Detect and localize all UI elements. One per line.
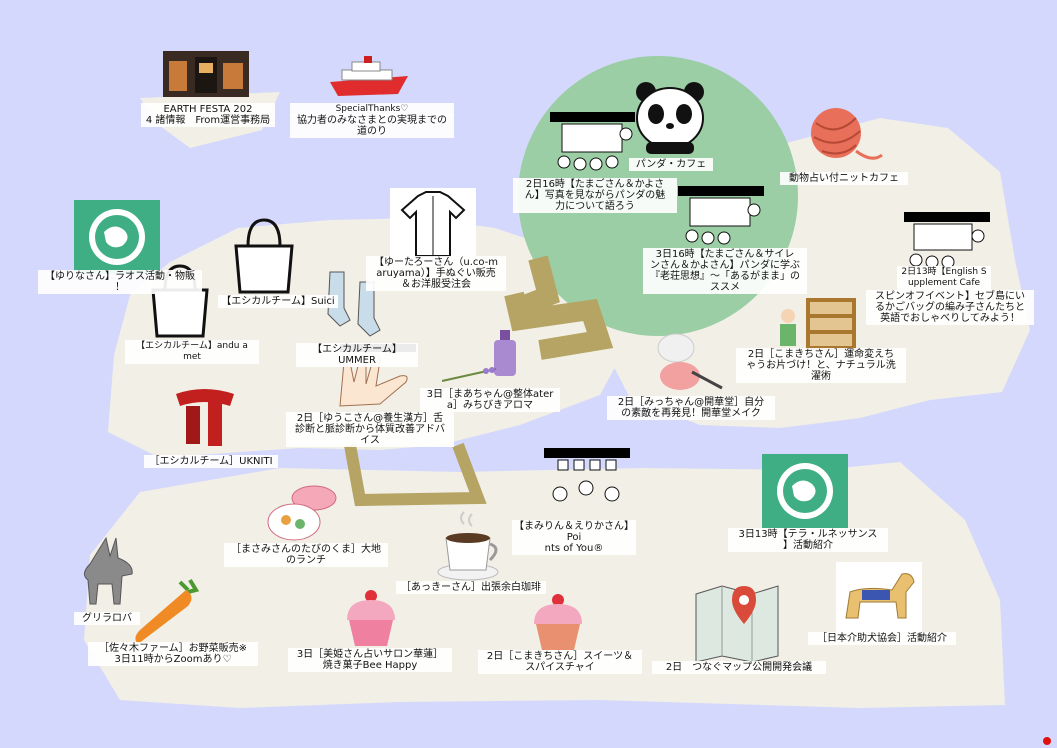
donkey-icon bbox=[76, 534, 138, 612]
whiteboard-bar-3 bbox=[904, 212, 990, 222]
panda-icon bbox=[634, 80, 706, 156]
whiteboard-bar bbox=[550, 112, 635, 122]
globe-icon[interactable] bbox=[762, 454, 848, 528]
label-donkey: グリラロバ bbox=[74, 612, 140, 625]
bag-icon bbox=[230, 216, 298, 296]
corner-marker bbox=[1043, 737, 1051, 745]
coffee-icon bbox=[436, 508, 506, 586]
label-andu: 【エシカルチーム】andu a met bbox=[125, 340, 259, 364]
label-panda-cafe: パンダ・カフェ bbox=[629, 158, 713, 171]
scarf-icon bbox=[168, 386, 242, 450]
cupcake-icon bbox=[341, 586, 401, 648]
label-coffee: ［あっきーさん］出張余白珈琲 bbox=[396, 581, 546, 594]
yarn-icon bbox=[806, 103, 884, 171]
map-pin-icon[interactable] bbox=[692, 582, 782, 662]
label-laos: 【ゆりなさん】ラオス活動・物販 ！ bbox=[38, 270, 202, 294]
label-panda-talk: 2日16時【たまごさん＆かよさ ん】写真を見ながらパンダの魅 力について語ろう bbox=[513, 178, 677, 213]
label-points: 【まみりん＆えりかさん】Poi nts of You® bbox=[512, 520, 636, 555]
cards-bar bbox=[544, 448, 630, 458]
label-makeup: 2日［みっちゃん@開華堂］自分 の素敵を再発見！開華堂メイク bbox=[607, 396, 775, 420]
label-vegetables: ［佐々木ファーム］お野菜販売※ 3日11時からZoomあり♡ bbox=[88, 642, 258, 666]
dog-icon bbox=[836, 562, 922, 632]
label-lunch: ［まさみさんのたびのくま］大地 のランチ bbox=[224, 543, 388, 567]
label-dog-assoc: ［日本介助犬協会］活動紹介 bbox=[808, 632, 956, 645]
photo-icon[interactable] bbox=[163, 51, 249, 97]
label-knit-cafe: 動物占い付ニットカフェ bbox=[780, 172, 908, 185]
walkway-lower bbox=[344, 442, 487, 507]
label-earth-festa: EARTH FESTA 202 4 諸情報 From運営事務局 bbox=[141, 103, 275, 127]
socks-icon bbox=[318, 268, 390, 340]
label-english: 2日13時【English S upplement Cafe bbox=[897, 266, 991, 290]
shirt-icon bbox=[390, 188, 476, 260]
label-terra: 3日13時【テラ・ルネッサンス 】活動紹介 bbox=[728, 528, 888, 552]
cards-icon bbox=[544, 458, 630, 518]
label-sweets-bee: 3日［美姫さん占いサロン華蓮］ 焼き菓子Bee Happy bbox=[288, 648, 452, 672]
whiteboard-icon bbox=[904, 222, 990, 272]
cabinet-icon bbox=[776, 296, 858, 352]
compact-icon bbox=[652, 332, 724, 392]
label-ukniti: ［エシカルチーム］UKNITI bbox=[144, 455, 278, 468]
ship-icon bbox=[328, 54, 410, 100]
label-aroma: 3日［まあちゃん@整体ater a］みちびきアロマ bbox=[420, 388, 560, 412]
whiteboard-icon bbox=[550, 122, 635, 178]
carrot-icon bbox=[130, 574, 206, 648]
whiteboard-icon bbox=[678, 196, 764, 252]
label-rouso: 3日16時【たまごさん＆サイレ ンさん＆かよさん】パンダに学ぶ 『老荘思想』～「… bbox=[643, 248, 807, 294]
label-unmei: 2日［こまきちさん］運命変えち ゃうお片づけ！と、ナチュラル洗 濯術 bbox=[736, 348, 906, 383]
floor-upper-right bbox=[600, 118, 1030, 428]
label-ethical-socks: 【エシカルチーム】UMMER bbox=[296, 343, 418, 367]
globe-icon[interactable] bbox=[74, 200, 160, 274]
label-kampo: 2日［ゆうこさん@養生漢方］舌 診断と脈診断から体質改善アドバ イス bbox=[286, 412, 454, 447]
label-yuutaro: 【ゆーたろーさん（u.co-m aruyama）】手ぬぐい販売 ＆お洋服受注会 bbox=[366, 256, 506, 291]
label-map-meeting: 2日 つなぐマップ公開開発会議 bbox=[652, 661, 826, 674]
label-suici: 【エシカルチーム】Suici bbox=[218, 295, 338, 308]
perfume-icon bbox=[490, 328, 520, 378]
label-sweets-chai: 2日［こまきちさん］スイーツ＆ スパイスチャイ bbox=[478, 650, 642, 674]
label-spin-off: スピンオフイベント】セブ島にい るかごバッグの編み子さんたちと 英語でおしゃべり… bbox=[866, 290, 1034, 325]
lunchbox-icon bbox=[266, 482, 340, 544]
walkway bbox=[504, 255, 614, 360]
whiteboard-bar-2 bbox=[678, 186, 764, 196]
lavender-icon bbox=[440, 365, 500, 385]
label-special-thanks-title: SpecialThanks♡ bbox=[290, 103, 454, 116]
label-special-thanks-body: 協力者のみなさまとの実現までの 道のり bbox=[290, 114, 454, 138]
cupcake-icon bbox=[528, 590, 588, 652]
